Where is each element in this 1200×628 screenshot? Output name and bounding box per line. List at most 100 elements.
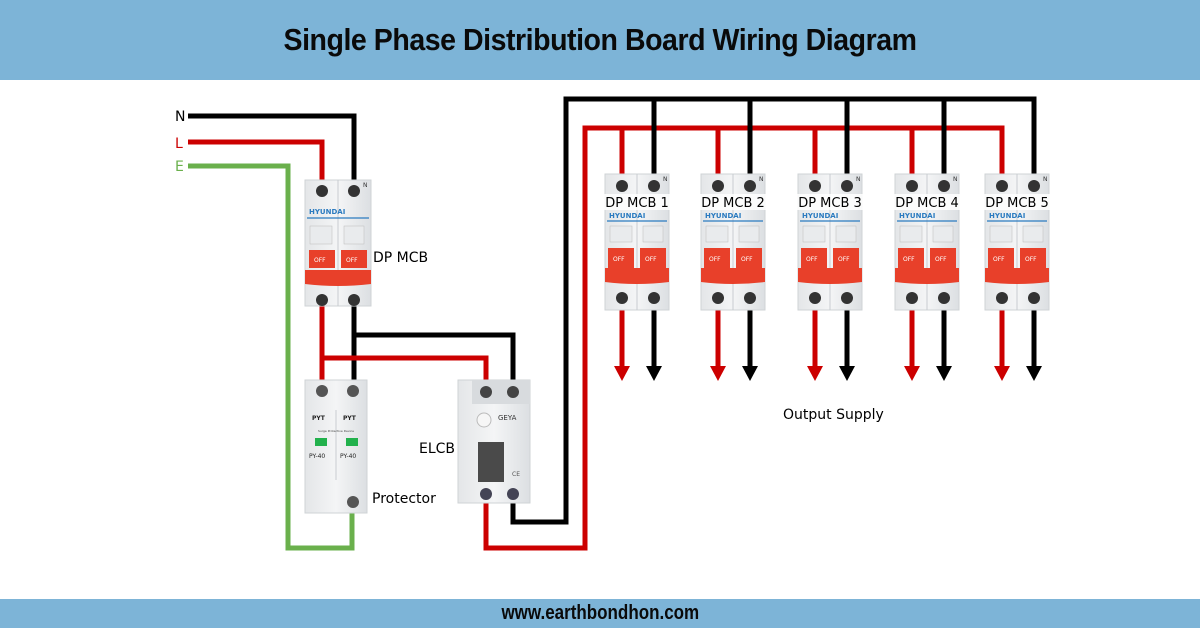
main-mcb-label: DP MCB bbox=[373, 250, 428, 266]
screw-terminal bbox=[348, 185, 360, 197]
brand-logo: HYUNDAI bbox=[309, 208, 345, 216]
surge-subtitle: Surge Protective Device bbox=[318, 429, 354, 433]
status-window bbox=[315, 438, 327, 446]
brand-logo: HYUNDAI bbox=[899, 212, 935, 220]
neutral-arrow-icon bbox=[839, 366, 855, 381]
screw-terminal bbox=[648, 180, 660, 192]
subtitle-line: Surge Protective Device bbox=[318, 429, 354, 433]
screw-terminal bbox=[744, 292, 756, 304]
brand-logo: HYUNDAI bbox=[705, 212, 741, 220]
switch-text: OFF bbox=[1025, 256, 1037, 263]
branch-drop-wires bbox=[614, 99, 1042, 381]
switch-text: OFF bbox=[903, 256, 915, 263]
neutral-label: N bbox=[175, 109, 185, 125]
screw-terminal bbox=[348, 294, 360, 306]
neutral-mark: N bbox=[663, 176, 668, 183]
screw-terminal bbox=[316, 385, 328, 397]
toggle-handle[interactable] bbox=[895, 268, 959, 284]
ce-mark: CE bbox=[512, 471, 520, 478]
screw-terminal bbox=[938, 180, 950, 192]
toggle-handle[interactable] bbox=[478, 442, 504, 482]
screw-terminal bbox=[809, 180, 821, 192]
screw-terminal bbox=[1028, 180, 1040, 192]
elcb-label: ELCB bbox=[419, 441, 455, 457]
live-input-wire bbox=[188, 139, 325, 190]
test-button[interactable] bbox=[476, 412, 492, 428]
live-arrow-icon bbox=[614, 366, 630, 381]
toggle-handle[interactable] bbox=[605, 268, 669, 284]
switch-text: OFF bbox=[935, 256, 947, 263]
status-window bbox=[346, 438, 358, 446]
earth-label: E bbox=[175, 159, 184, 175]
neutral-arrow-icon bbox=[742, 366, 758, 381]
branch-mcbs: N HYUNDAI OFF OFF DP MCB 1 N HYUNDAI OFF OFF DP M… bbox=[601, 173, 1053, 311]
live-arrow-icon bbox=[807, 366, 823, 381]
branch-mcb-label: DP MCB 5 bbox=[985, 196, 1049, 211]
screw-terminal bbox=[996, 292, 1008, 304]
screw-terminal bbox=[809, 292, 821, 304]
screw-terminal bbox=[347, 496, 359, 508]
label-backdrop bbox=[697, 194, 769, 210]
screw-terminal bbox=[480, 488, 492, 500]
toggle-handle[interactable] bbox=[305, 270, 371, 286]
brand-logo: PYT bbox=[312, 415, 326, 422]
screw-terminal bbox=[996, 180, 1008, 192]
model-number: PY-40 bbox=[340, 453, 356, 460]
website-url: www.earthbondhon.com bbox=[501, 602, 699, 624]
switch-text: OFF bbox=[838, 256, 850, 263]
screw-terminal bbox=[616, 292, 628, 304]
protector-label: Protector bbox=[372, 491, 436, 507]
page-title: Single Phase Distribution Board Wiring D… bbox=[283, 22, 917, 57]
live-arrow-icon bbox=[710, 366, 726, 381]
screw-terminal bbox=[316, 294, 328, 306]
screw-terminal bbox=[507, 488, 519, 500]
neutral-arrow-icon bbox=[936, 366, 952, 381]
brand-logo: GEYA bbox=[498, 414, 517, 422]
model-number: PY-40 bbox=[309, 453, 325, 460]
screw-terminal bbox=[712, 292, 724, 304]
neutral-mark: N bbox=[856, 176, 861, 183]
screw-terminal bbox=[347, 385, 359, 397]
title-banner: Single Phase Distribution Board Wiring D… bbox=[0, 0, 1200, 80]
main-dp-mcb[interactable]: N HYUNDAI OFF OFF bbox=[304, 179, 372, 307]
input-wires bbox=[188, 113, 357, 551]
switch-text: OFF bbox=[993, 256, 1005, 263]
toggle-handle[interactable] bbox=[701, 268, 765, 284]
toggle-handle[interactable] bbox=[798, 268, 862, 284]
screw-terminal bbox=[712, 180, 724, 192]
neutral-arrow-icon bbox=[1026, 366, 1042, 381]
branch-mcb-label: DP MCB 2 bbox=[701, 196, 765, 211]
switch-text: OFF bbox=[645, 256, 657, 263]
screw-terminal bbox=[744, 180, 756, 192]
neutral-input-wire bbox=[188, 113, 357, 190]
screw-terminal bbox=[1028, 292, 1040, 304]
screw-terminal bbox=[938, 292, 950, 304]
screw-terminal bbox=[841, 180, 853, 192]
label-backdrop bbox=[794, 194, 866, 210]
neutral-mark: N bbox=[363, 182, 368, 189]
branch-mcb-label: DP MCB 3 bbox=[798, 196, 862, 211]
live-arrow-icon bbox=[904, 366, 920, 381]
branch-mcb-label: DP MCB 1 bbox=[605, 196, 669, 211]
toggle-handle[interactable] bbox=[985, 268, 1049, 284]
elcb[interactable]: GEYA CE bbox=[457, 379, 531, 504]
branch-mcb-label: DP MCB 4 bbox=[895, 196, 959, 211]
screw-terminal bbox=[316, 185, 328, 197]
live-arrow-icon bbox=[994, 366, 1010, 381]
switch-text: OFF bbox=[806, 256, 818, 263]
output-supply-label: Output Supply bbox=[783, 407, 884, 423]
neutral-mark: N bbox=[759, 176, 764, 183]
screw-terminal bbox=[507, 386, 519, 398]
live-label: L bbox=[175, 136, 183, 152]
surge-protector[interactable]: PYT PYT Surge Protective Device PY-40 PY… bbox=[304, 379, 368, 514]
switch-text: OFF bbox=[709, 256, 721, 263]
earth-input-wire bbox=[188, 163, 355, 551]
switch-text: OFF bbox=[741, 256, 753, 263]
screw-terminal bbox=[648, 292, 660, 304]
footer-banner: www.earthbondhon.com bbox=[0, 599, 1200, 628]
label-backdrop bbox=[601, 194, 673, 210]
neutral-mark: N bbox=[953, 176, 958, 183]
switch-text: OFF bbox=[314, 257, 326, 264]
brand-logo: HYUNDAI bbox=[989, 212, 1025, 220]
elcb-to-bus-wires bbox=[483, 96, 1037, 551]
